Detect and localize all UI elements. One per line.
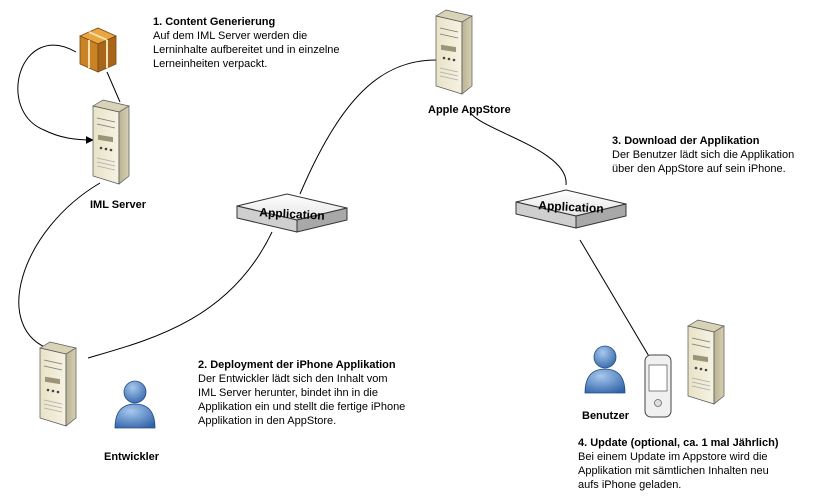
application-box-1: Application (236, 193, 348, 233)
step-2-line: Applikation ein und stellt die fertige i… (198, 401, 406, 413)
step-3-title: 3. Download der Applikation (612, 135, 760, 147)
connector-server-entwickler (18, 182, 101, 351)
iml-server-label: IML Server (90, 199, 147, 211)
step-1-line: Lerninhalte aufbereitet und in einzelne (153, 44, 340, 56)
application-box-2: Application (515, 189, 627, 229)
step-2-line: Der Entwickler lädt sich den Inhalt vom (198, 373, 388, 385)
step-3-line: Der Benutzer lädt sich die Applikation (612, 149, 795, 161)
step-2-line: Applikation in den AppStore. (198, 415, 337, 427)
step-3-block: 3. Download der Applikation Der Benutzer… (612, 134, 827, 176)
step-4-line: Bei einem Update im Appstore wird die (578, 451, 768, 463)
appstore-label: Apple AppStore (428, 104, 511, 116)
step-4-line: aufs iPhone geladen. (578, 479, 682, 491)
benutzer-person-icon (584, 345, 626, 394)
step-2-line: IML Server herunter, bindet ihn in die (198, 387, 378, 399)
connector-app1-appstore (299, 59, 437, 195)
connector-appstore-app2 (469, 111, 567, 186)
application-box-2-label: Application (538, 198, 604, 215)
entwickler-server-icon (39, 341, 77, 427)
step-3-line: über den AppStore auf sein iPhone. (612, 163, 786, 175)
application-box-1-label: Application (259, 205, 325, 222)
step-1-line: Lerneinheiten verpackt. (153, 58, 268, 70)
benutzer-label: Benutzer (582, 410, 630, 422)
connector-entwickler-app1 (87, 231, 273, 359)
package-icon (79, 27, 117, 73)
iml-server-icon (92, 99, 130, 185)
benutzer-server-icon (687, 319, 725, 405)
connector-package-server (106, 71, 121, 103)
step-1-line: Auf dem IML Server werden die (153, 30, 308, 42)
step-2-block: 2. Deployment der iPhone Applikation Der… (198, 358, 468, 428)
step-1-block: 1. Content Generierung Auf dem IML Serve… (153, 15, 403, 71)
step-4-block: 4. Update (optional, ca. 1 mal Jährlich)… (578, 436, 828, 492)
entwickler-person-icon (114, 380, 156, 429)
step-2-title: 2. Deployment der iPhone Applikation (198, 359, 396, 371)
connector-app2-phone (579, 239, 651, 359)
entwickler-label: Entwickler (104, 451, 160, 463)
step-1-title: 1. Content Generierung (153, 16, 276, 28)
appstore-server-icon (435, 9, 473, 95)
iphone-icon (644, 354, 672, 418)
step-4-line: Applikation mit sämtlichen Inhalten neu (578, 465, 769, 477)
step-4-title: 4. Update (optional, ca. 1 mal Jährlich) (578, 437, 779, 449)
connector-package-loop (17, 44, 94, 144)
